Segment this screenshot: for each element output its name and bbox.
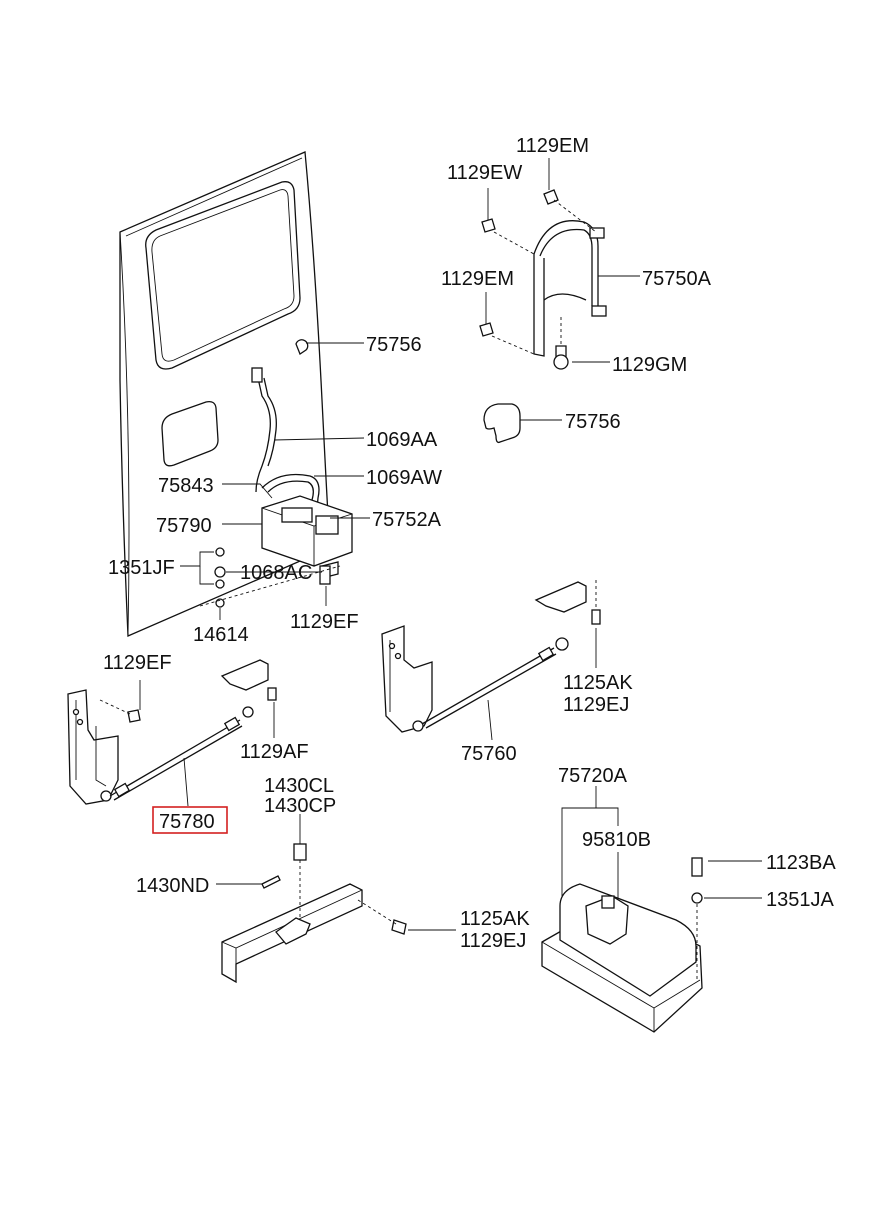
- label-75780[interactable]: 75780: [159, 811, 215, 833]
- label-1129em-mid[interactable]: 1129EM: [441, 268, 514, 290]
- label-1129ej-b[interactable]: 1129EJ: [460, 930, 526, 952]
- label-1069aa[interactable]: 1069AA: [366, 429, 438, 451]
- label-1351jf[interactable]: 1351JF: [108, 557, 175, 579]
- label-75790[interactable]: 75790: [156, 515, 212, 537]
- label-75843[interactable]: 75843: [158, 475, 214, 497]
- label-1068ac[interactable]: 1068AC: [240, 562, 312, 584]
- label-75750a[interactable]: 75750A: [642, 268, 712, 290]
- tank-75720a: [541, 857, 703, 1033]
- hinge-rod-75780: [67, 659, 277, 805]
- door-latch-assembly: [199, 367, 353, 608]
- label-1129af[interactable]: 1129AF: [240, 741, 309, 763]
- step-bracket: [221, 843, 407, 984]
- label-75752a[interactable]: 75752A: [372, 509, 442, 531]
- label-75756-b[interactable]: 75756: [565, 411, 621, 433]
- label-1123ba[interactable]: 1123BA: [766, 852, 836, 874]
- label-1125ak-b[interactable]: 1125AK: [460, 908, 530, 930]
- label-75756-a[interactable]: 75756: [366, 334, 422, 356]
- label-1129ef-b[interactable]: 1129EF: [290, 611, 359, 633]
- label-1430cl[interactable]: 1430CL: [264, 775, 334, 797]
- label-1129ew[interactable]: 1129EW: [447, 162, 522, 184]
- hinge-rod-75760: [381, 580, 601, 733]
- label-1129ej-a[interactable]: 1129EJ: [563, 694, 629, 716]
- part-labels: 1129EM 1129EW 1129EM 75750A 1129GM 75756…: [103, 135, 836, 952]
- label-1430nd[interactable]: 1430ND: [136, 875, 209, 897]
- highlight-box-75780: [152, 806, 228, 834]
- label-1351ja[interactable]: 1351JA: [766, 889, 834, 911]
- leader-lines: [139, 158, 762, 931]
- clip-75756: [483, 403, 521, 444]
- label-75760[interactable]: 75760: [461, 743, 517, 765]
- label-1129ef-a[interactable]: 1129EF: [103, 652, 172, 674]
- bracket-75750a: [479, 189, 607, 370]
- label-1430cp[interactable]: 1430CP: [264, 795, 336, 817]
- label-14614[interactable]: 14614: [193, 624, 249, 646]
- label-1129gm[interactable]: 1129GM: [612, 354, 687, 376]
- label-1125ak-a[interactable]: 1125AK: [563, 672, 633, 694]
- label-1069aw[interactable]: 1069AW: [366, 467, 442, 489]
- label-75720a[interactable]: 75720A: [558, 765, 628, 787]
- label-1129em-top[interactable]: 1129EM: [516, 135, 589, 157]
- label-95810b[interactable]: 95810B: [582, 829, 651, 851]
